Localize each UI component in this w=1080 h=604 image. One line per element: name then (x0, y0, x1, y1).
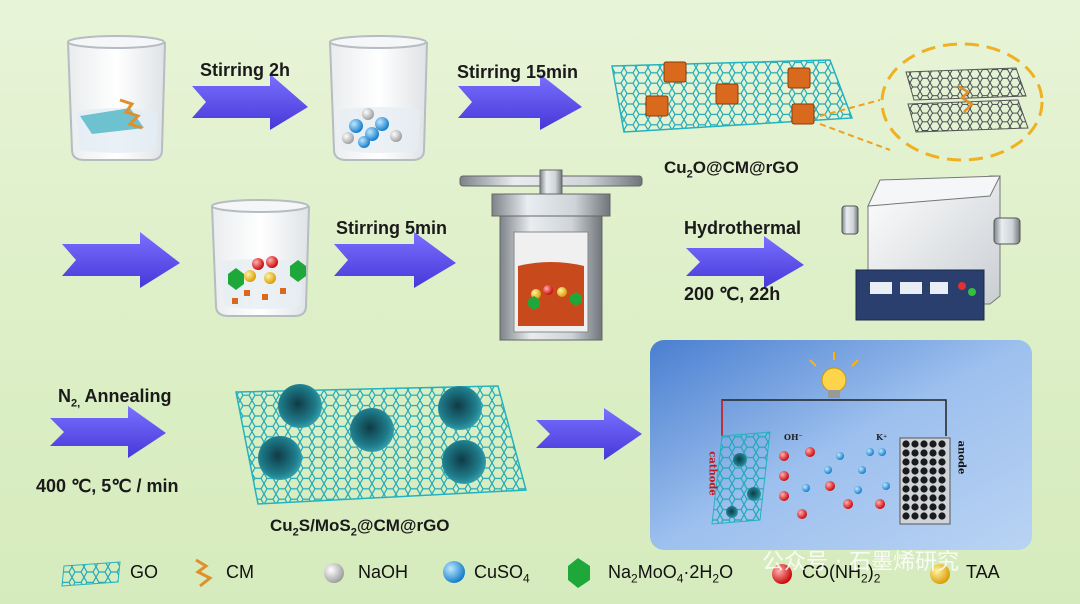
anode-particle (938, 503, 946, 511)
anode-particle (929, 440, 937, 448)
anode-particle (938, 440, 946, 448)
legend-go-label: GO (130, 562, 159, 582)
anode-particle (911, 494, 919, 502)
legend-na2moo4-swatch (568, 558, 590, 588)
anode-particle (920, 476, 928, 484)
anode-particle (920, 440, 928, 448)
step-stirring-5min-label: Stirring 5min (336, 218, 448, 238)
anode-particle (902, 458, 910, 466)
arrow-hydrothermal (686, 236, 804, 288)
anode-particle (920, 503, 928, 511)
legend-go-swatch (61, 561, 121, 587)
step-stirring-2h-label: Stirring 2h (200, 60, 291, 80)
anode-particle (911, 458, 919, 466)
legend-cm-swatch (195, 558, 213, 588)
arrow-stirring-15min (458, 74, 582, 130)
anode-particles (902, 440, 946, 520)
anode-particle (929, 503, 937, 511)
cell-panel (650, 340, 1032, 550)
cu2s-mos2-cm-rgo-sheet (235, 384, 527, 505)
hydrothermal-autoclave (459, 169, 643, 341)
anode-particle (929, 467, 937, 475)
anode-particle (938, 512, 946, 520)
arrow-stirring-2h (192, 74, 308, 130)
legend-naoh-label: NaOH (358, 562, 409, 582)
electrolyte-ions (779, 447, 890, 519)
anode-particle (902, 476, 910, 484)
anode-particle (938, 494, 946, 502)
cathode-label: cathode (706, 451, 718, 496)
legend-cm-label: CM (226, 562, 254, 582)
cu2o-cm-rgo-sheet (611, 42, 1044, 162)
annealing-condition-label: 400 ℃, 5℃ / min (36, 476, 179, 496)
anode-particle (920, 494, 928, 502)
anode-particle (911, 449, 919, 457)
anode-particle (911, 503, 919, 511)
legend-urea-label: CO(NH2)2 (802, 562, 881, 586)
arrow-annealing (50, 406, 166, 458)
anode-particle (920, 449, 928, 457)
anode-particle (929, 512, 937, 520)
legend-taa-swatch (930, 564, 950, 584)
watermark: 公众号 · 石墨烯研究 (762, 550, 959, 575)
arrow-to-device (536, 408, 642, 460)
anode-particle (920, 485, 928, 493)
beaker-naoh-cuso4 (329, 35, 428, 161)
intermediate-product-label: Cu2O@CM@rGO (664, 158, 799, 181)
step-hydrothermal-label: Hydrothermal (684, 218, 802, 238)
anode-particle (929, 485, 937, 493)
legend-taa-label: TAA (966, 562, 1000, 582)
step-annealing-label: N2, Annealing (58, 386, 172, 410)
step-stirring-15min-label: Stirring 15min (457, 62, 579, 82)
anode-particle (902, 512, 910, 520)
anode-particle (911, 467, 919, 475)
anode-particle (911, 512, 919, 520)
anode-particle (938, 467, 946, 475)
anode-particle (929, 458, 937, 466)
anode-particle (920, 458, 928, 466)
hydrothermal-condition-label: 200 ℃, 22h (684, 284, 781, 304)
cation-label: K⁺ (876, 432, 888, 442)
legend-urea-swatch (772, 564, 792, 584)
anode-particle (911, 440, 919, 448)
anion-label: OH⁻ (784, 432, 803, 442)
anode-particle (938, 485, 946, 493)
beaker-go-cm (67, 35, 166, 161)
final-product-label: Cu2S/MoS2@CM@rGO (270, 516, 450, 539)
anode-particle (902, 494, 910, 502)
anode-particle (920, 512, 928, 520)
legend-cuso4-swatch (443, 561, 465, 583)
legend-na2moo4-label: Na2MoO4·2H2O (608, 562, 734, 586)
legend-naoh-swatch (324, 563, 344, 583)
anode-particle (938, 449, 946, 457)
anode-particle (902, 449, 910, 457)
arrow-stirring-5min (334, 232, 456, 288)
anode-particle (911, 476, 919, 484)
anode-particle (929, 476, 937, 484)
anode-particle (902, 485, 910, 493)
anode-particle (929, 449, 937, 457)
anode-particle (902, 467, 910, 475)
anode-particle (938, 476, 946, 484)
arrow-add-reagents (62, 232, 180, 288)
tube-furnace (841, 175, 1021, 321)
anode-particle (929, 494, 937, 502)
legend-cuso4-label: CuSO4 (474, 562, 530, 586)
anode-label: anode (955, 440, 967, 475)
anode-particle (902, 503, 910, 511)
anode-particle (920, 467, 928, 475)
anode-particle (911, 485, 919, 493)
anode-particle (902, 440, 910, 448)
anode-particle (938, 458, 946, 466)
beaker-mixed-reagents (211, 199, 310, 317)
